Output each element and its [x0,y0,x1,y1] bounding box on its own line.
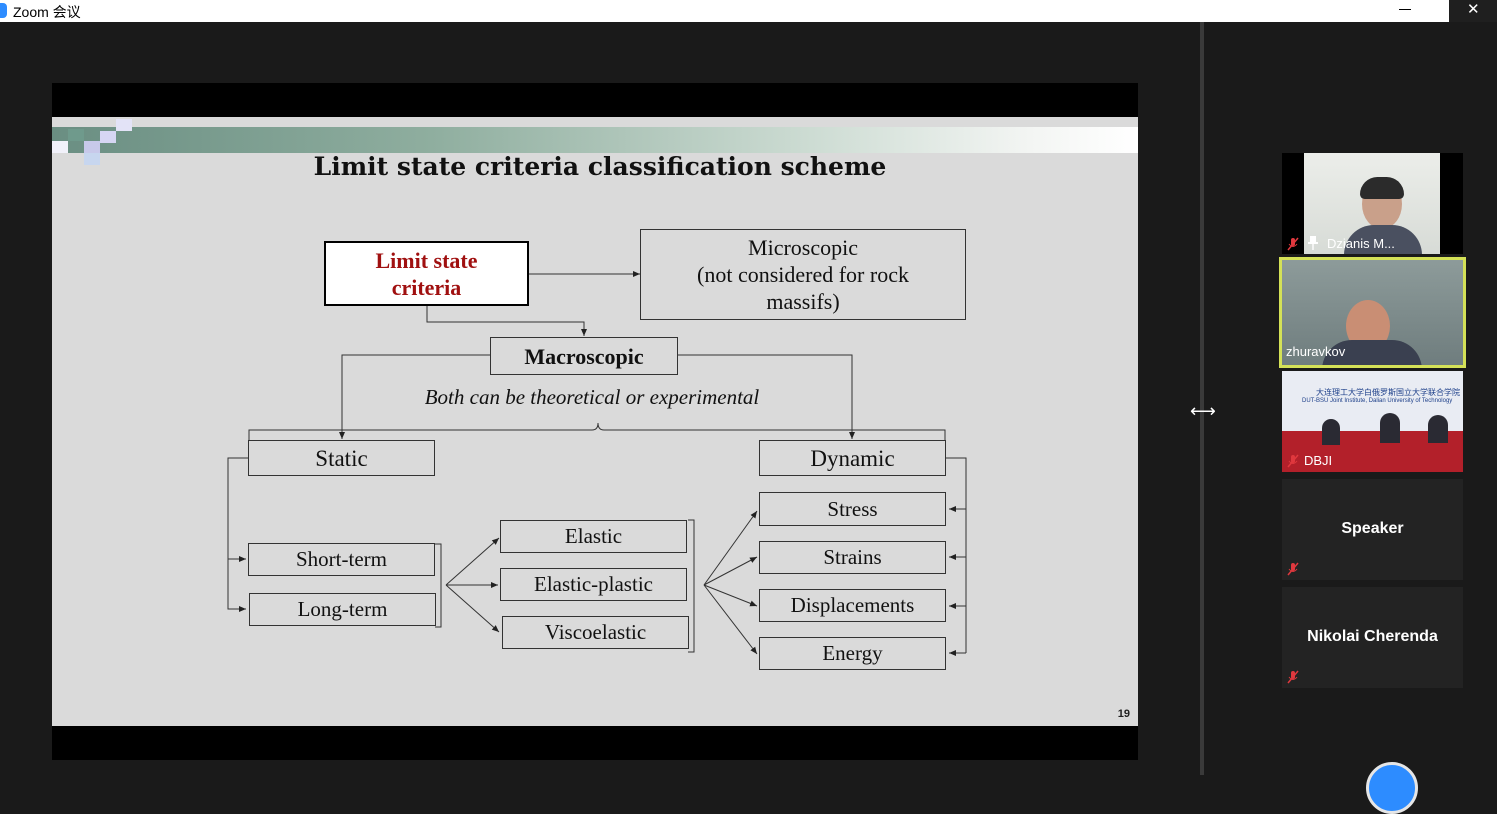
slide-header-band [52,127,1138,153]
box-strains-label: Strains [823,545,882,569]
participant-tile[interactable]: 大连理工大学白俄罗斯国立大学联合学院 DUT-BSU Joint Institu… [1282,371,1463,472]
muted-mic-icon [1287,670,1299,684]
box-micro-line2: (not considered for rock [697,262,909,287]
close-icon: ✕ [1467,1,1480,18]
slide-title: Limit state criteria classification sche… [313,152,887,181]
box-energy-label: Energy [822,641,883,665]
close-button[interactable]: ✕ [1449,0,1497,22]
presentation-slide: Limit state criteria classification sche… [52,117,1138,726]
box-displacements: Displacements [759,589,946,622]
floating-control-button[interactable] [1366,762,1418,814]
box-limit-state-line2: criteria [391,274,462,300]
box-static: Static [248,440,435,476]
slide-deco-square [68,129,84,141]
participant-video [1282,260,1463,365]
participant-name: Speaker [1341,520,1404,537]
banner-text-en: DUT-BSU Joint Institute, Dalian Universi… [1302,398,1453,404]
participant-tile[interactable]: Speaker [1282,479,1463,580]
participant-name: Dzianis M... [1327,236,1395,251]
box-long-term: Long-term [249,593,436,626]
slide-page-number: 19 [1117,708,1130,720]
box-dynamic-label: Dynamic [810,445,895,471]
box-energy: Energy [759,637,946,670]
box-elastic-plastic: Elastic-plastic [500,568,687,601]
box-elastic-label: Elastic [564,524,623,548]
box-macroscopic-label: Macroscopic [524,343,644,369]
minimize-button[interactable] [1382,0,1428,22]
panel-resize-handle[interactable] [1200,22,1204,775]
muted-mic-icon [1287,562,1299,576]
box-dynamic: Dynamic [759,440,946,476]
box-stress: Stress [759,492,946,526]
box-limit-state-line1: Limit state [375,247,478,273]
box-static-label: Static [315,445,368,471]
muted-mic-icon [1287,454,1299,468]
participant-name: Nikolai Cherenda [1307,628,1438,645]
participant-video [1304,153,1440,254]
box-viscoelastic: Viscoelastic [502,616,689,649]
slide-deco-square [52,141,68,153]
box-strains: Strains [759,541,946,574]
slide-deco-square [116,119,132,131]
box-limit-state-criteria: Limit state criteria [324,241,529,306]
box-long-term-label: Long-term [297,597,388,621]
participant-tile[interactable]: Dzianis M... [1282,153,1463,254]
pin-icon [1308,236,1318,250]
banner-text-cn: 大连理工大学白俄罗斯国立大学联合学院 [1316,388,1460,397]
box-stress-label: Stress [827,496,878,521]
box-micro-line3: massifs) [766,289,840,314]
zoom-app-icon [0,3,7,18]
diagram-connectors [227,271,967,656]
box-elastic-plastic-label: Elastic-plastic [534,572,653,596]
slide-deco-square [84,141,100,153]
box-short-term: Short-term [248,543,435,576]
slide-deco-square [84,153,100,165]
participant-tile[interactable]: Nikolai Cherenda [1282,587,1463,688]
box-microscopic: Microscopic (not considered for rock mas… [640,229,966,320]
title-bar: Zoom 会议 ✕ [0,0,1497,22]
box-viscoelastic-label: Viscoelastic [544,620,647,644]
box-displacements-label: Displacements [790,593,915,617]
diagram-note: Both can be theoretical or experimental [424,385,760,409]
box-macroscopic: Macroscopic [490,337,678,375]
slide-deco-square [100,131,116,143]
resize-cursor-icon: ⟷ [1190,401,1216,421]
participant-name: zhuravkov [1286,344,1346,359]
participant-tile-active-speaker[interactable]: zhuravkov [1279,257,1466,368]
participant-name: DBJI [1304,453,1333,468]
muted-mic-icon [1287,237,1299,251]
box-micro-line1: Microscopic [748,235,858,260]
participant-video: 大连理工大学白俄罗斯国立大学联合学院 DUT-BSU Joint Institu… [1282,371,1463,472]
box-short-term-label: Short-term [296,547,387,571]
box-elastic: Elastic [500,520,687,553]
window-title: Zoom 会议 [13,4,81,20]
